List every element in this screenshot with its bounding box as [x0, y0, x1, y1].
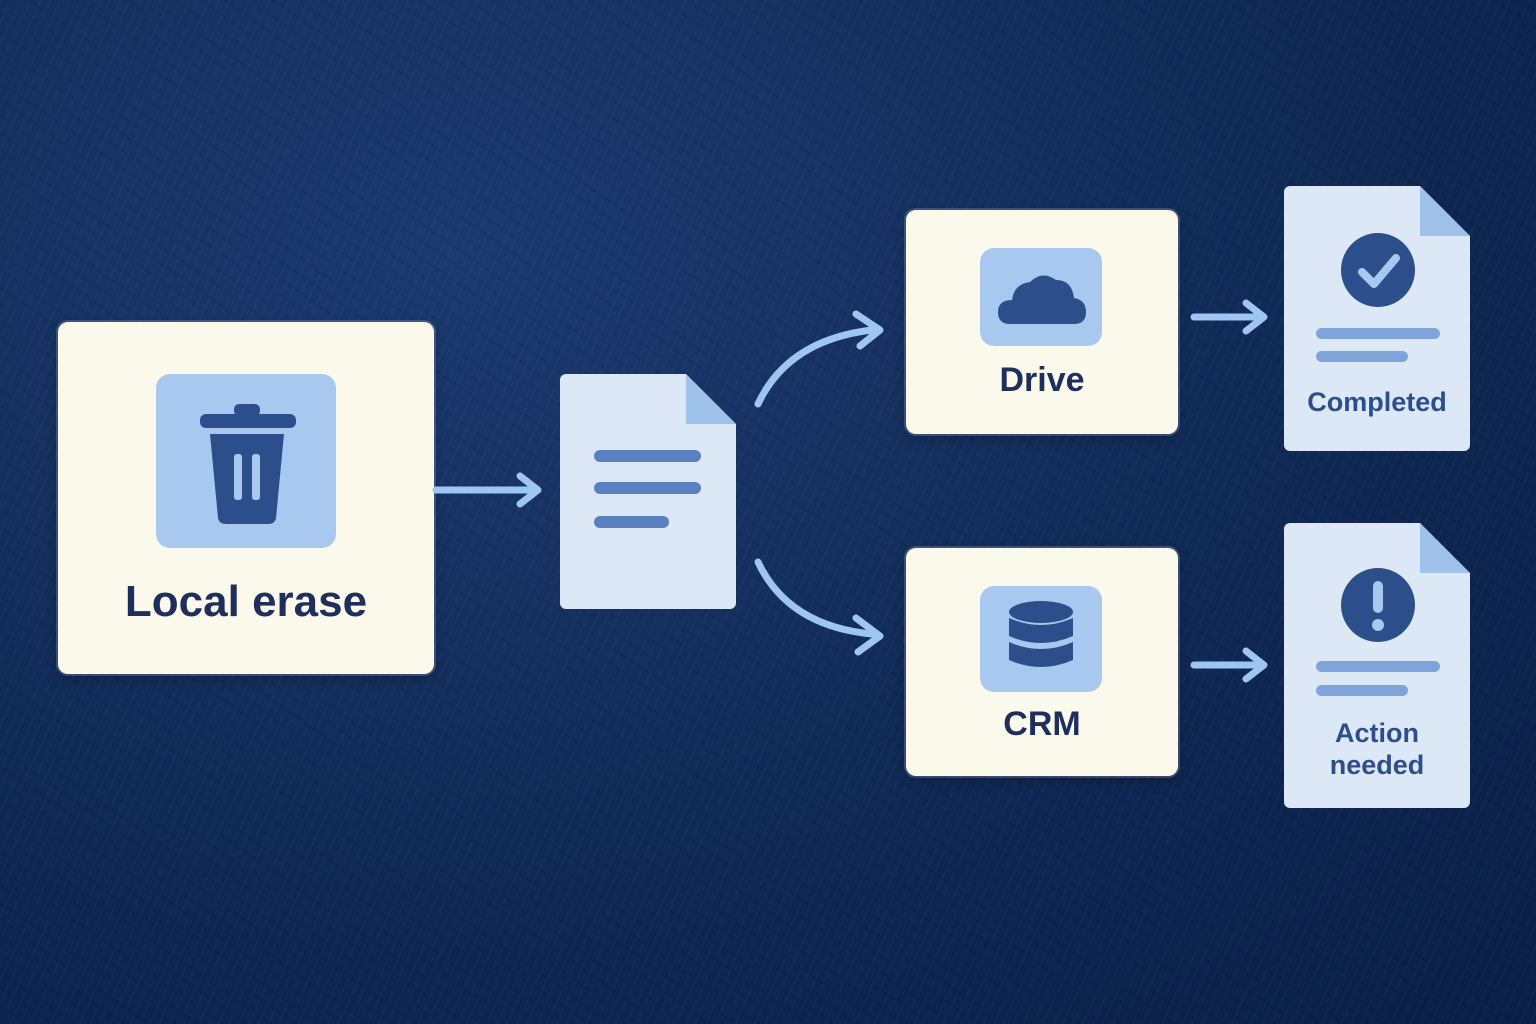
crm-card: CRM — [906, 548, 1178, 776]
arrow-document-to-crm — [754, 558, 884, 656]
erasure-request-document — [560, 374, 736, 609]
crm-label: CRM — [1003, 705, 1081, 743]
completed-document-fold — [1420, 186, 1470, 236]
action-needed-document: Action needed — [1284, 523, 1470, 808]
action-needed-line-2 — [1316, 685, 1408, 696]
local-erase-label: Local erase — [124, 577, 368, 626]
action-needed-document-fold — [1420, 523, 1470, 573]
document-fold — [686, 374, 736, 424]
arrow-erase-to-document — [432, 472, 542, 508]
drive-card: Drive — [906, 210, 1178, 434]
completed-line-2 — [1316, 351, 1408, 362]
arrow-document-to-drive — [754, 310, 884, 408]
action-needed-label-line-1: Action — [1335, 718, 1419, 748]
cloud-icon — [998, 275, 1086, 324]
completed-line-1 — [1316, 328, 1440, 339]
document-line-2 — [594, 482, 701, 494]
completed-label: Completed — [1307, 387, 1447, 417]
local-erase-icon-tile — [156, 374, 336, 548]
check-circle-icon — [1338, 230, 1418, 310]
local-erase-card: Local erase — [58, 322, 434, 674]
completed-document: Completed — [1284, 186, 1470, 451]
drive-icon-tile — [980, 248, 1102, 346]
document-line-1 — [594, 450, 701, 462]
database-icon — [1009, 601, 1073, 667]
trash-icon — [200, 404, 296, 524]
exclamation-circle-icon — [1338, 565, 1418, 645]
arrow-drive-to-completed — [1190, 299, 1268, 335]
drive-label: Drive — [999, 361, 1085, 399]
action-needed-label-line-2: needed — [1329, 750, 1425, 780]
action-needed-line-1 — [1316, 661, 1440, 672]
document-line-3 — [594, 516, 669, 528]
crm-icon-tile — [980, 586, 1102, 692]
arrow-crm-to-action-needed — [1190, 647, 1268, 683]
